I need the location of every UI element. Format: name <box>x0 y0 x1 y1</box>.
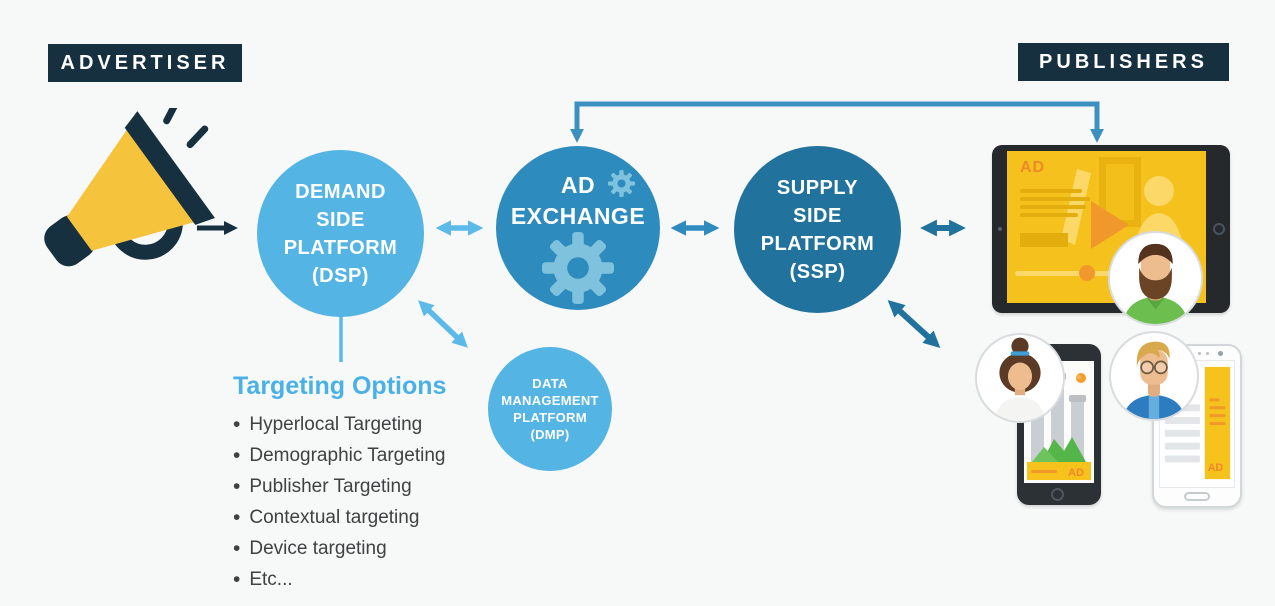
arrow-ssp-mobile-users <box>887 300 941 348</box>
game-ad-content: AD <box>1027 373 1091 480</box>
bullet: • <box>233 567 241 591</box>
targeting-item-label: Demographic Targeting <box>249 444 446 466</box>
megaphone-icon <box>44 108 215 267</box>
targeting-item: • Publisher Targeting <box>233 471 446 502</box>
ssp-label-line: SIDE <box>793 204 842 227</box>
game-phone-ad-label: AD <box>1068 467 1084 479</box>
bullet: • <box>233 443 241 467</box>
targeting-options-panel: Targeting Options • Hyperlocal Targeting … <box>233 372 446 595</box>
bullet: • <box>233 412 241 436</box>
dsp-label-line: DEMAND <box>295 180 386 203</box>
gear-icon <box>542 232 614 304</box>
targeting-item-label: Publisher Targeting <box>249 475 412 497</box>
news-phone-ad-label: AD <box>1208 462 1224 474</box>
dmp-label-line: DATA <box>532 376 568 391</box>
targeting-item-label: Contextual targeting <box>249 506 420 528</box>
ssp-label-line: PLATFORM <box>760 232 875 255</box>
advertiser-label: ADVERTISER <box>48 44 242 82</box>
targeting-item: • Device targeting <box>233 533 446 564</box>
phone-home-button <box>1184 492 1210 501</box>
woman-avatar <box>975 333 1065 423</box>
targeting-item: • Contextual targeting <box>233 502 446 533</box>
dmp-label-line: (DMP) <box>530 427 570 442</box>
targeting-item-label: Etc... <box>249 568 293 590</box>
dsp-node: DEMAND SIDE PLATFORM (DSP) <box>257 150 424 317</box>
phone-home-button <box>1051 488 1064 501</box>
arrow-adexchange-to-publishers <box>570 101 1104 143</box>
bullet: • <box>233 536 241 560</box>
tablet-ad-content <box>1015 157 1195 281</box>
targeting-options-list: • Hyperlocal Targeting • Demographic Targe… <box>233 409 446 595</box>
dsp-label-line: SIDE <box>316 208 365 231</box>
tablet-home-button <box>1213 223 1225 235</box>
arrow-dsp-dmp <box>418 300 468 348</box>
news-ad-content: AD <box>1164 366 1231 480</box>
tablet-camera-dot <box>998 227 1002 231</box>
ssp-label-line: SUPPLY <box>776 176 859 199</box>
targeting-item: • Demographic Targeting <box>233 440 446 471</box>
bullet: • <box>233 505 241 529</box>
ssp-node: SUPPLY SIDE PLATFORM (SSP) <box>734 146 901 313</box>
glasses-man-avatar <box>1109 331 1199 421</box>
targeting-item: • Hyperlocal Targeting <box>233 409 446 440</box>
bearded-man-avatar <box>1108 231 1203 326</box>
targeting-item: • Etc... <box>233 564 446 595</box>
bullet: • <box>233 474 241 498</box>
tablet-ad-label: AD <box>1020 159 1046 176</box>
ad-exchange-label-line: EXCHANGE <box>510 203 646 229</box>
ad-exchange-label-line: AD <box>560 172 596 198</box>
dsp-label-line: (DSP) <box>312 264 369 287</box>
phone-camera-dot <box>1218 351 1223 356</box>
ssp-label-line: (SSP) <box>789 260 846 283</box>
phone-speaker-dot <box>1198 352 1201 355</box>
gear-icon <box>608 170 635 197</box>
targeting-options-title: Targeting Options <box>233 372 447 400</box>
phone-speaker-dot <box>1206 352 1209 355</box>
dmp-node: DATA MANAGEMENT PLATFORM (DMP) <box>488 347 612 471</box>
dmp-label-line: MANAGEMENT <box>501 393 599 408</box>
targeting-item-label: Device targeting <box>249 537 387 559</box>
dmp-label-line: PLATFORM <box>513 410 587 425</box>
publishers-label: PUBLISHERS <box>1018 43 1229 81</box>
targeting-item-label: Hyperlocal Targeting <box>249 413 423 435</box>
dsp-label-line: PLATFORM <box>283 236 398 259</box>
ad-exchange-node: AD EXCHANGE <box>496 146 660 310</box>
